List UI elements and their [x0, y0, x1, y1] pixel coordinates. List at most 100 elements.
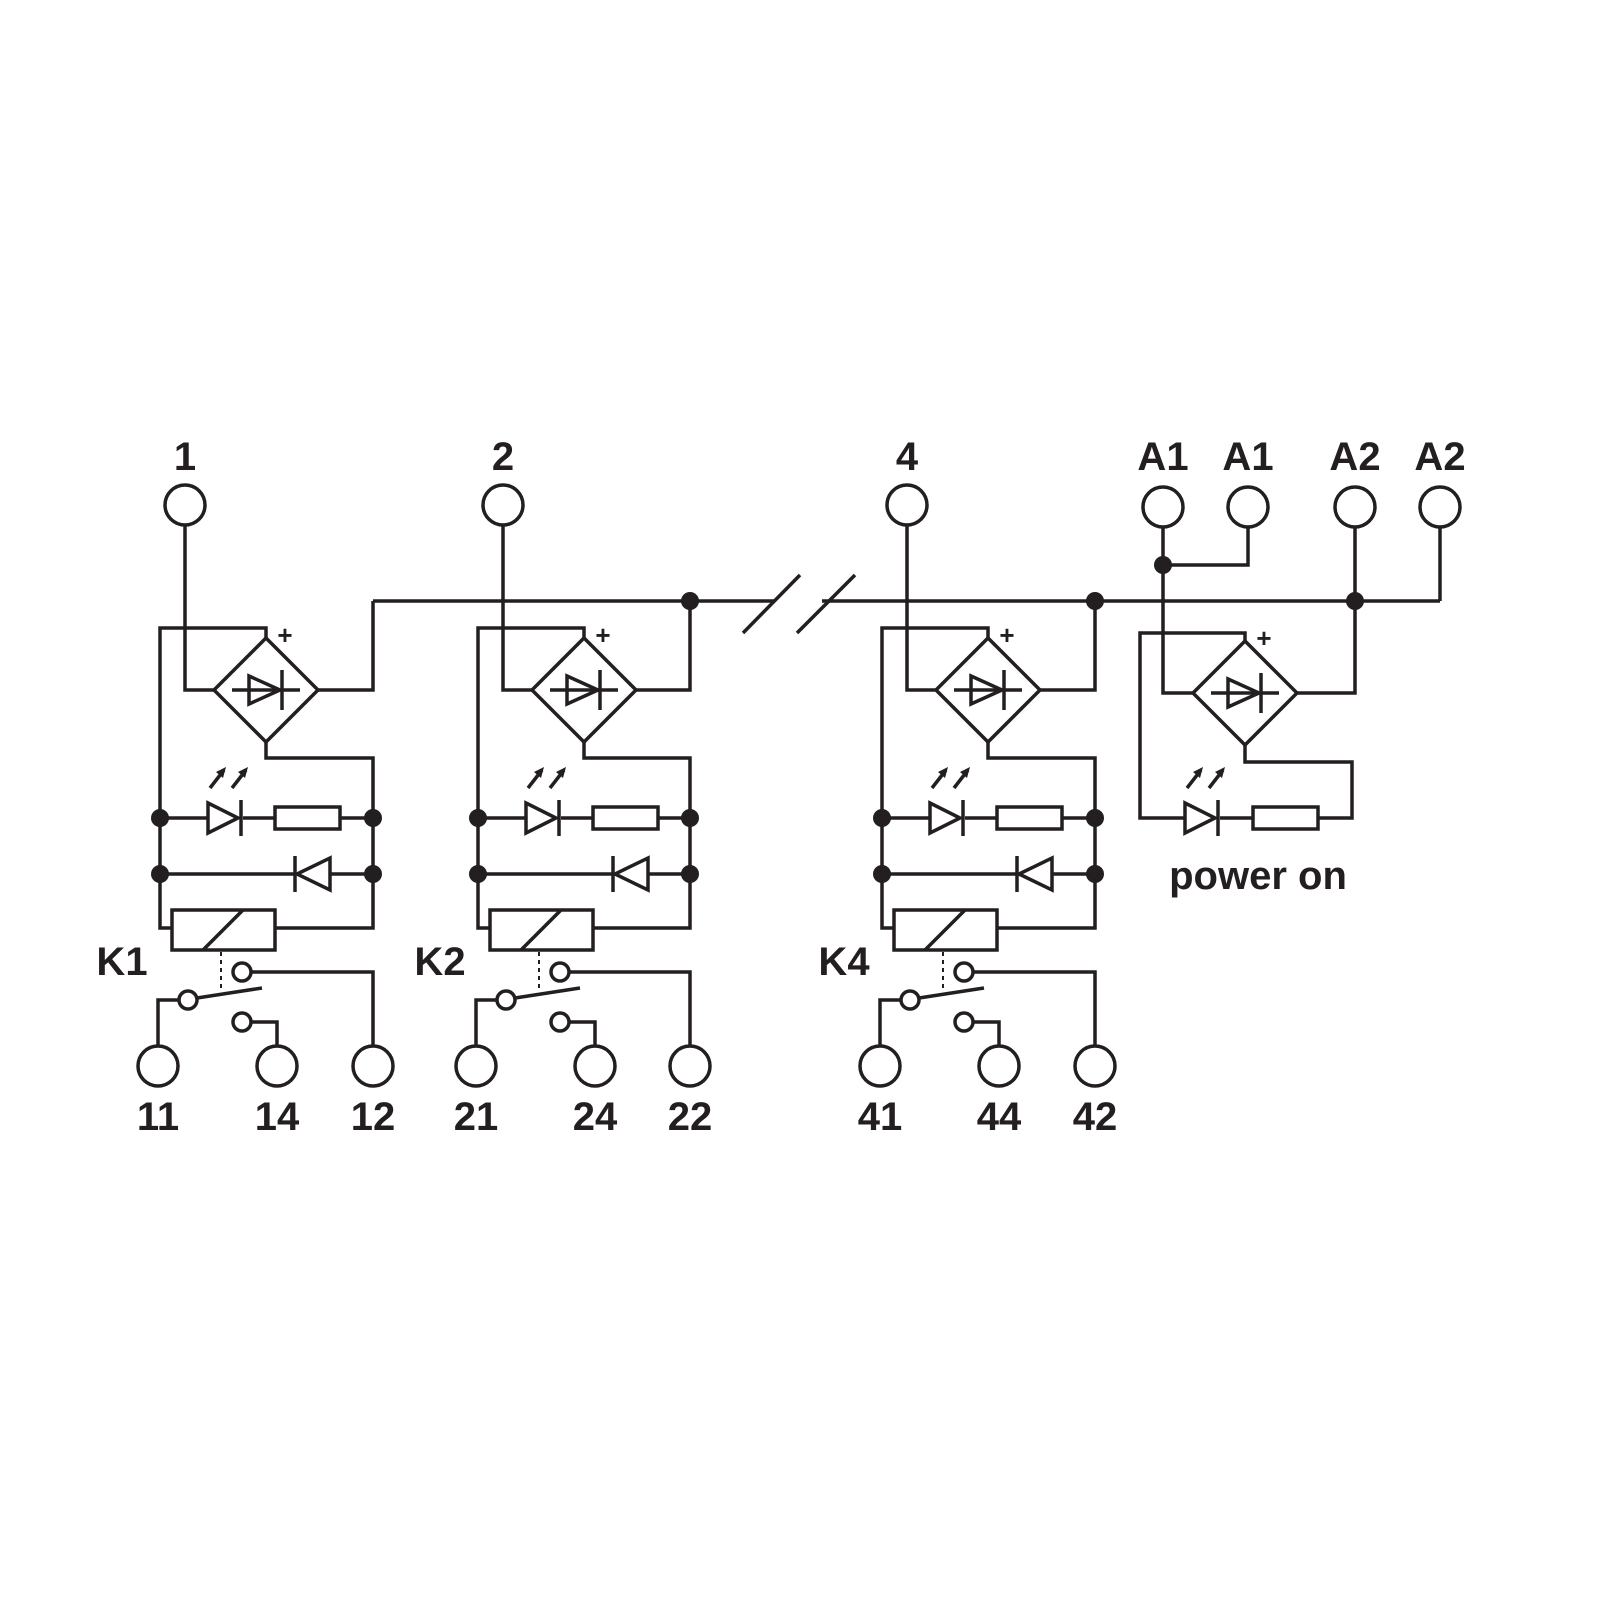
arrow-head	[1215, 767, 1225, 778]
arrow-head	[534, 767, 544, 778]
no-terminal-label: 24	[572, 1095, 618, 1139]
common-terminal-label: 11	[136, 1095, 180, 1139]
arrow-head	[556, 767, 566, 778]
common-terminal	[454, 1044, 498, 1088]
no-wire	[251, 1020, 279, 1046]
diode-icon	[969, 673, 1007, 707]
input-terminal	[163, 483, 207, 527]
power-terminal	[1333, 485, 1377, 529]
input-wire	[501, 525, 532, 692]
common-contact	[177, 989, 199, 1011]
freewheel-diode-icon	[610, 855, 650, 893]
a2-wire	[1297, 527, 1357, 695]
no-contact	[953, 1011, 975, 1033]
junction-dot	[151, 809, 169, 827]
plus-sign: +	[999, 620, 1015, 650]
nc-wire	[569, 970, 692, 1046]
switch-lever-icon	[514, 986, 581, 1000]
power-terminal-label: A1	[1222, 435, 1274, 479]
a1-wire	[1161, 527, 1193, 695]
junction-dot	[681, 809, 699, 827]
power-left-rail	[1138, 631, 1247, 820]
common-contact	[495, 989, 517, 1011]
nc-wire	[973, 970, 1097, 1046]
relay-coil-icon	[892, 908, 999, 952]
no-wire	[569, 1020, 597, 1046]
switch-lever-icon	[918, 986, 985, 1000]
bridge-rectifier-icon	[1190, 638, 1300, 748]
common-wire	[156, 998, 179, 1046]
common-terminal-label: 41	[857, 1095, 903, 1139]
nc-terminal	[351, 1044, 395, 1088]
no-terminal-label: 44	[976, 1095, 1022, 1139]
bridge-output-wire	[318, 601, 375, 692]
nc-terminal	[1073, 1044, 1117, 1088]
common-terminal-label: 21	[453, 1095, 499, 1139]
a1-link	[1163, 527, 1250, 567]
junction-dot	[151, 865, 169, 883]
junction-dot	[1086, 809, 1104, 827]
diode-icon	[247, 673, 285, 707]
junction-dot	[873, 865, 891, 883]
no-contact	[549, 1011, 571, 1033]
power-terminal	[1141, 485, 1185, 529]
bridge-output-wire	[1040, 601, 1097, 692]
left-rail	[880, 626, 990, 930]
no-terminal	[573, 1044, 617, 1088]
nc-terminal-label: 22	[667, 1095, 713, 1139]
nc-contact	[549, 961, 571, 983]
power-terminal	[1418, 485, 1462, 529]
no-contact	[231, 1011, 253, 1033]
junction-dot	[469, 865, 487, 883]
diode-icon	[1226, 676, 1264, 710]
input-wire	[905, 525, 936, 692]
right-rail	[986, 742, 1097, 930]
nc-wire	[251, 970, 375, 1046]
nc-terminal-label: 12	[350, 1095, 396, 1139]
input-terminal	[481, 483, 525, 527]
no-wire	[973, 1020, 1001, 1046]
arrow-head	[238, 767, 248, 778]
junction-dot	[1086, 592, 1104, 610]
resistor-icon	[591, 805, 660, 831]
coil-slash	[923, 908, 967, 952]
resistor-icon	[995, 805, 1064, 831]
arrow-head	[960, 767, 970, 778]
input-terminal-label: 1	[173, 435, 197, 479]
junction-dot	[1154, 556, 1172, 574]
input-terminal-label: 2	[491, 435, 515, 479]
common-terminal	[858, 1044, 902, 1088]
nc-terminal	[668, 1044, 712, 1088]
right-rail	[264, 742, 375, 930]
resistor-icon	[1251, 805, 1320, 831]
junction-dot	[681, 865, 699, 883]
junction-dot	[469, 809, 487, 827]
power-right-rail	[1243, 745, 1354, 820]
relay-label: K4	[818, 940, 870, 984]
plus-sign: +	[277, 620, 293, 650]
input-wire	[183, 525, 214, 692]
common-wire	[878, 998, 901, 1046]
left-rail	[476, 626, 586, 930]
relay-label: K1	[96, 940, 148, 984]
switch-lever-icon	[196, 986, 263, 1000]
plus-sign: +	[1256, 623, 1272, 653]
coil-slash	[201, 908, 245, 952]
junction-dot	[364, 809, 382, 827]
bridge-output-wire	[636, 601, 692, 692]
junction-dot	[681, 592, 699, 610]
coil-slash	[519, 908, 563, 952]
led-icon	[524, 800, 560, 836]
resistor-icon	[273, 805, 342, 831]
nc-terminal-label: 42	[1072, 1095, 1118, 1139]
input-terminal-label: 4	[895, 435, 919, 479]
no-terminal	[977, 1044, 1021, 1088]
led-icon	[1183, 800, 1219, 836]
junction-dot	[1086, 865, 1104, 883]
nc-contact	[953, 961, 975, 983]
common-wire	[474, 998, 497, 1046]
right-rail	[582, 742, 692, 930]
power-terminal-label: A1	[1137, 435, 1189, 479]
